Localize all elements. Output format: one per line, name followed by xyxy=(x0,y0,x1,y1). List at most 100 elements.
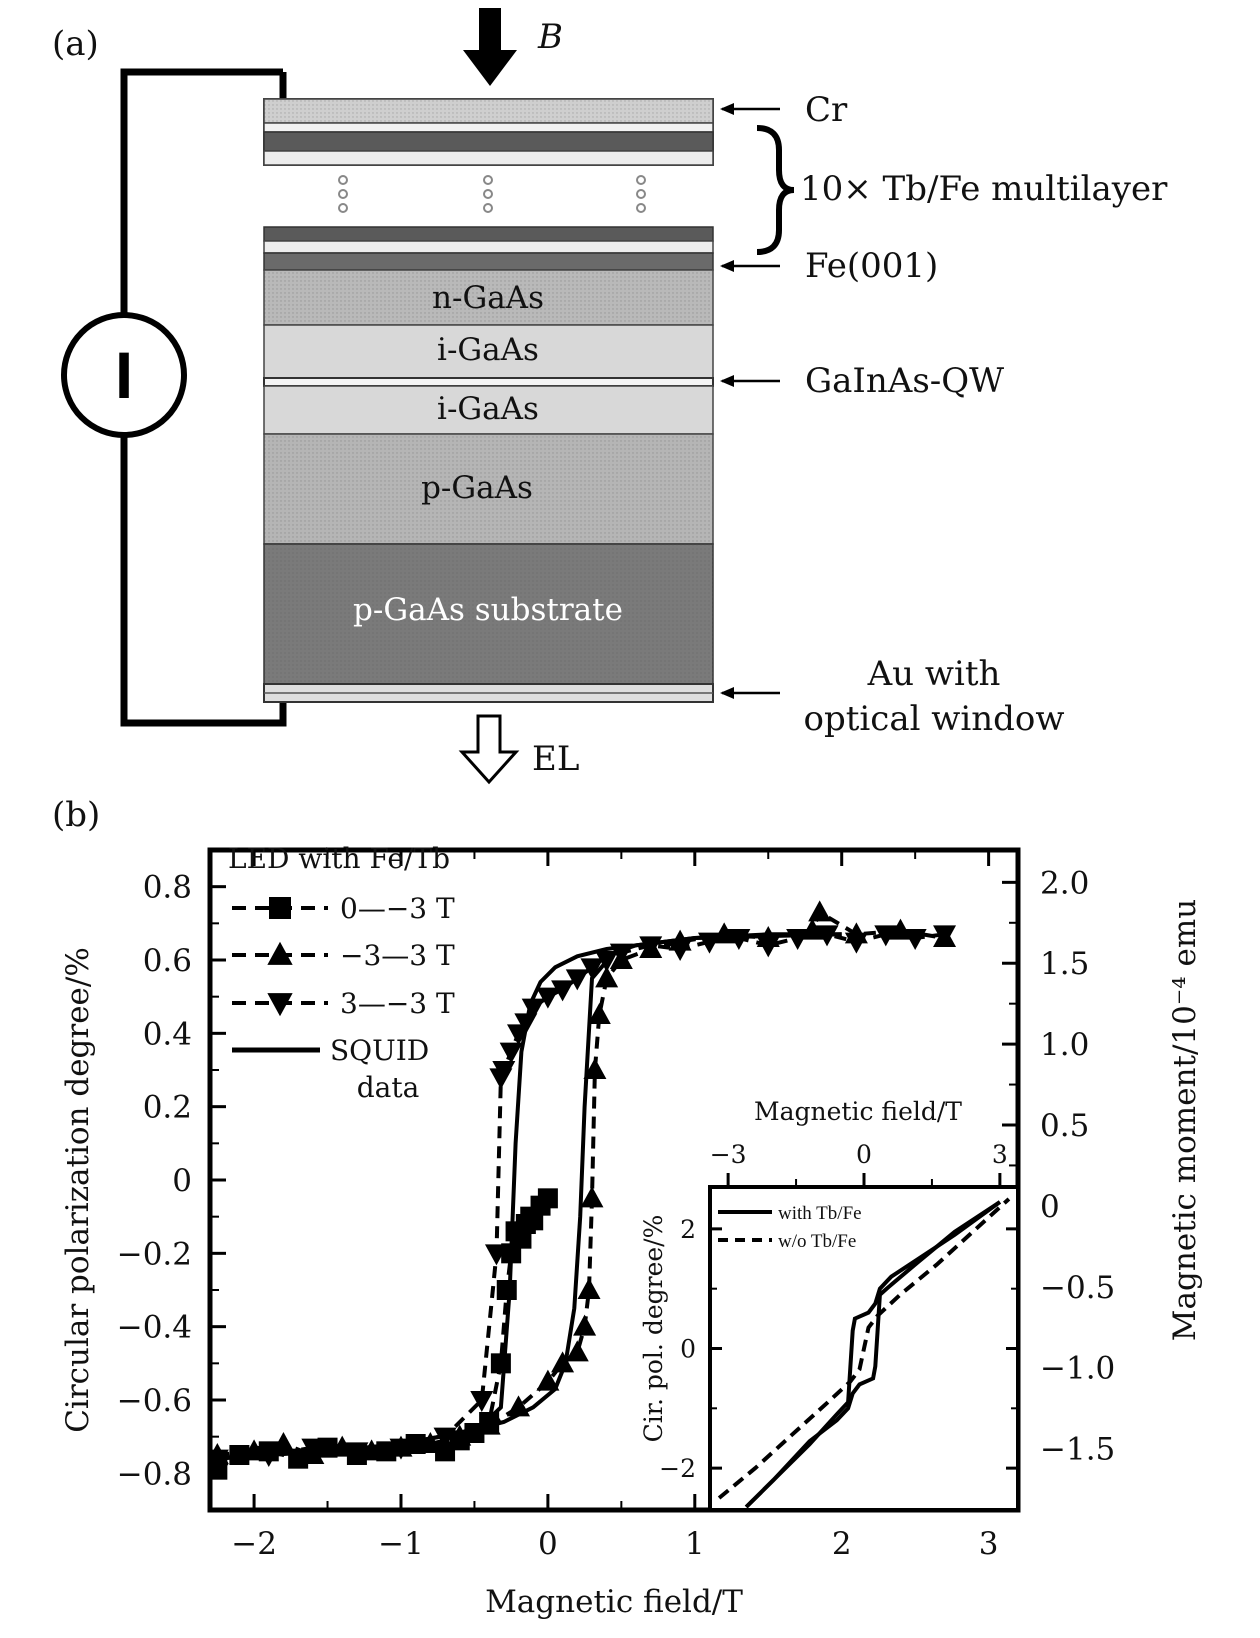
field-label: B xyxy=(537,17,563,57)
callout-qw: GaInAs-QW xyxy=(805,361,1004,401)
callout-fe: Fe(001) xyxy=(805,246,938,286)
data-point-triangle-up xyxy=(595,966,619,988)
main-layer-stack xyxy=(263,226,714,703)
callout-au-line1: Au with xyxy=(867,654,1001,694)
data-point-triangle-down xyxy=(668,940,692,961)
data-point-triangle-up xyxy=(418,1432,442,1453)
data-point-triangle-down xyxy=(933,925,957,947)
y2-tick-label: −1.0 xyxy=(1040,1351,1115,1387)
panel-a-label: (a) xyxy=(52,24,99,64)
data-point-triangle-up xyxy=(583,1058,607,1079)
inset-series-line xyxy=(717,1197,1011,1500)
emission-label: EL xyxy=(532,739,579,779)
inset-y-axis-label: Cir. pol. degree/% xyxy=(639,1215,668,1443)
legend-entry: −3—3 T xyxy=(340,939,455,972)
data-point-triangle-up xyxy=(565,1340,589,1362)
inset-legend-entry: w/o Tb/Fe xyxy=(778,1231,856,1252)
label-i-gaas-bottom: i-GaAs xyxy=(437,391,539,427)
data-point-triangle-up xyxy=(551,1351,575,1373)
callout-cr: Cr xyxy=(805,90,848,130)
inset-legend-entry: with Tb/Fe xyxy=(778,1203,862,1224)
inset-x-tick-label: −3 xyxy=(710,1140,747,1169)
current-source-symbol: I xyxy=(115,338,133,412)
emission-arrow-icon xyxy=(458,714,520,785)
inset-y-tick-label: 0 xyxy=(680,1335,696,1364)
data-point-triangle-down xyxy=(484,1244,508,1266)
data-point-triangle-down xyxy=(499,1042,523,1064)
inset-y-tick-label: −2 xyxy=(659,1454,696,1483)
inset-y-tick-label: 2 xyxy=(680,1215,696,1244)
inset-chart: −3 0 3 Magnetic field/T 2 0 −2 Cir. pol. degree… xyxy=(639,1097,1020,1512)
y-tick-label: −0.8 xyxy=(117,1456,192,1492)
y-tick-label: 0.8 xyxy=(143,870,192,906)
label-i-gaas-top: i-GaAs xyxy=(437,332,539,368)
label-substrate: p-GaAs substrate xyxy=(353,592,623,628)
data-point-triangle-down xyxy=(551,980,575,1002)
series-line xyxy=(217,909,945,1458)
inset-x-tick-label: 0 xyxy=(856,1140,872,1169)
legend-entry: 3—−3 T xyxy=(340,987,455,1020)
data-point-triangle-down xyxy=(521,998,545,1020)
inset-series-line xyxy=(744,1200,1002,1509)
data-point-square xyxy=(537,1188,558,1209)
field-arrow-icon xyxy=(463,8,517,86)
data-point-triangle-down xyxy=(470,1391,494,1412)
y2-tick-label: 2.0 xyxy=(1040,865,1089,901)
main-legend: LED with Fe/Tb0—−3 T−3—3 T3—−3 TSQUIDdat… xyxy=(228,842,455,1104)
callout-arrows xyxy=(720,103,780,699)
legend-marker-triangle-down xyxy=(267,993,293,1017)
data-point-triangle-down xyxy=(874,925,898,947)
y-tick-label: −0.2 xyxy=(117,1236,192,1272)
x-axis-label: Magnetic field/T xyxy=(485,1584,743,1620)
y2-tick-label: 0 xyxy=(1040,1189,1060,1225)
repetition-dots xyxy=(338,175,646,213)
inset-x-tick-label: 3 xyxy=(992,1140,1008,1169)
data-point-triangle-down xyxy=(489,1068,513,1090)
y2-tick-label: 1.5 xyxy=(1040,946,1089,982)
x-tick-label: 0 xyxy=(538,1526,558,1562)
data-point-triangle-down xyxy=(580,958,604,980)
legend-title: LED with Fe/Tb xyxy=(228,842,450,875)
legend-marker-triangle-up xyxy=(267,941,293,965)
x-tick-label: 1 xyxy=(685,1526,705,1562)
data-point-square xyxy=(496,1280,517,1300)
series-line xyxy=(400,932,842,1446)
data-point-triangle-up xyxy=(536,1369,560,1391)
legend-marker-square xyxy=(269,897,291,919)
data-point-triangle-up xyxy=(587,1003,611,1024)
panel-a: (a) I B xyxy=(52,8,1168,785)
y-tick-label: 0 xyxy=(172,1163,192,1199)
data-point-triangle-down xyxy=(903,929,927,950)
layer-i-gaas-top xyxy=(263,324,714,379)
data-point-square xyxy=(490,1353,511,1374)
label-p-gaas: p-GaAs xyxy=(421,470,533,506)
data-point-triangle-up xyxy=(448,1424,472,1446)
layer-quantum-well xyxy=(263,377,714,387)
data-point-triangle-down xyxy=(844,932,868,954)
x-tick-label: −1 xyxy=(378,1526,424,1562)
inset-series-group xyxy=(717,1197,1011,1509)
callout-au-line2: optical window xyxy=(804,699,1065,739)
x-tick-label: 2 xyxy=(832,1526,852,1562)
data-point-triangle-down xyxy=(301,1438,325,1460)
x-tick-label: −2 xyxy=(231,1526,277,1562)
data-point-triangle-down xyxy=(756,936,780,958)
data-point-triangle-up xyxy=(577,1278,601,1299)
callout-multilayer: 10× Tb/Fe multilayer xyxy=(800,169,1168,209)
y-axis-label: Circular polarization degree/% xyxy=(60,947,96,1433)
y-tick-label: 0.2 xyxy=(143,1090,192,1126)
label-n-gaas: n-GaAs xyxy=(432,280,544,316)
inset-x-axis-label: Magnetic field/T xyxy=(754,1097,962,1126)
current-source-icon xyxy=(61,312,187,438)
panel-b-label: (b) xyxy=(52,795,100,835)
data-point-triangle-down xyxy=(210,1449,229,1471)
legend-entry-squid-data: data xyxy=(357,1071,420,1104)
y2-axis-label: Magnetic moment/10⁻⁴ emu xyxy=(1167,899,1203,1341)
multilayer-brace xyxy=(756,125,795,255)
data-point-triangle-up xyxy=(808,900,832,922)
y2-tick-label: 1.0 xyxy=(1040,1027,1089,1063)
data-point-triangle-up xyxy=(573,1314,597,1336)
y-tick-label: 0.4 xyxy=(143,1016,192,1052)
